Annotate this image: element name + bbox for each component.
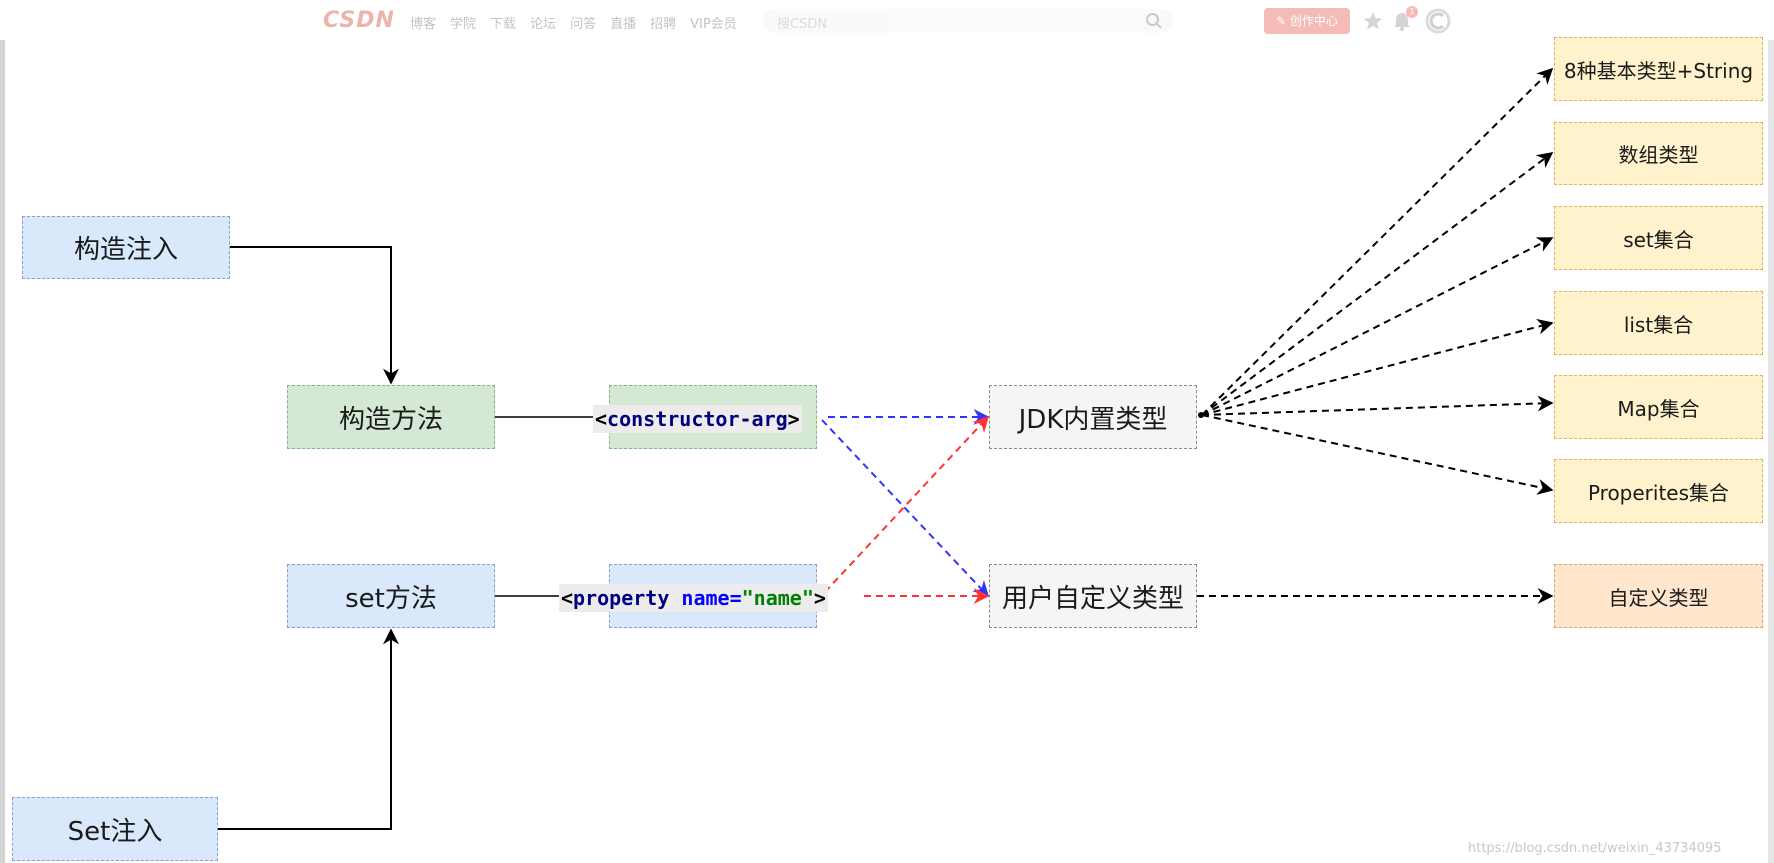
create-center-button[interactable]: ✎ 创作中心	[1264, 8, 1350, 34]
node-properties-collection: Properites集合	[1554, 459, 1763, 523]
edge-jdk-to-list	[1201, 318, 1554, 416]
node-label: JDK内置类型	[1018, 404, 1168, 435]
node-set-collection: set集合	[1554, 206, 1763, 270]
jdk-fanout-dot	[1198, 412, 1204, 418]
code-property: <property name="name">	[559, 584, 828, 612]
jdk-fanout-edges	[1197, 67, 1554, 604]
search-icon[interactable]	[1145, 12, 1163, 30]
code-open-bracket: <	[561, 586, 574, 610]
edge-constructor-arg-to-user	[821, 419, 990, 598]
csdn-header: CSDN 博客 学院 下载 论坛 问答 直播 招聘 VIP会员 搜CSDN ✎ …	[0, 0, 1774, 40]
node-set-method: set方法	[287, 564, 495, 628]
node-label: 自定义类型	[1608, 585, 1709, 610]
edge-set-injection-to-method	[218, 628, 399, 830]
nav-item-download[interactable]: 下载	[490, 17, 517, 32]
bell-icon[interactable]	[1391, 10, 1413, 32]
node-basic-string: 8种基本类型+String	[1554, 37, 1763, 101]
nav-item-forum[interactable]: 论坛	[530, 17, 557, 32]
node-array: 数组类型	[1554, 122, 1763, 185]
csdn-logo[interactable]: CSDN	[323, 8, 395, 33]
code-constructor-arg: <constructor-arg>	[593, 405, 802, 433]
node-label: Map集合	[1617, 396, 1700, 421]
node-jdk-types: JDK内置类型	[989, 385, 1197, 449]
edge-jdk-to-basic	[1201, 67, 1554, 416]
watermark: https://blog.csdn.net/weixin_43734095	[1468, 841, 1722, 856]
edge-jdk-to-set	[1201, 237, 1554, 416]
nav-item-blog[interactable]: 博客	[410, 17, 437, 32]
code-close-bracket: >	[813, 586, 826, 610]
scrollbar[interactable]	[1768, 40, 1774, 863]
node-label: 数组类型	[1618, 143, 1699, 167]
node-label: set方法	[345, 583, 437, 614]
nav-item-vip[interactable]: VIP会员	[690, 17, 737, 32]
node-label: 构造方法	[338, 404, 443, 435]
edge-jdk-to-array	[1201, 152, 1554, 416]
search-placeholder: 搜CSDN	[777, 17, 828, 32]
node-map-collection: Map集合	[1554, 375, 1763, 439]
code-attr-name: name=	[681, 586, 742, 610]
code-open-bracket: <	[595, 407, 608, 431]
node-user-types: 用户自定义类型	[989, 564, 1197, 628]
node-list-collection: list集合	[1554, 291, 1763, 355]
avatar[interactable]	[1425, 8, 1451, 34]
pencil-icon: ✎	[1276, 14, 1290, 28]
node-custom-type: 自定义类型	[1554, 564, 1763, 628]
code-tag-name: property	[573, 586, 670, 610]
node-set-injection: Set注入	[12, 797, 218, 861]
edge-jdk-to-map	[1201, 395, 1554, 416]
code-tag-name: constructor-arg	[607, 407, 788, 431]
star-icon[interactable]	[1362, 10, 1384, 32]
left-border	[0, 40, 5, 863]
node-constructor-method: 构造方法	[287, 385, 495, 449]
header-nav: 博客 学院 下载 论坛 问答 直播 招聘 VIP会员	[410, 13, 737, 32]
create-center-label: 创作中心	[1289, 14, 1338, 28]
node-label: list集合	[1623, 312, 1694, 337]
nav-item-academy[interactable]: 学院	[450, 17, 477, 32]
nav-item-qa[interactable]: 问答	[570, 17, 597, 32]
nav-item-jobs[interactable]: 招聘	[650, 17, 677, 32]
node-constructor-injection: 构造注入	[22, 216, 230, 279]
code-close-bracket: >	[787, 407, 800, 431]
code-attr-value: "name"	[741, 586, 814, 610]
notification-badge: 1	[1406, 6, 1418, 18]
node-label: 用户自定义类型	[1001, 583, 1184, 614]
node-label: 构造注入	[73, 235, 178, 265]
nav-item-live[interactable]: 直播	[610, 17, 637, 32]
edge-constructor-injection-to-method	[230, 246, 399, 385]
node-label: 8种基本类型+String	[1563, 58, 1754, 83]
search-input[interactable]: 搜CSDN	[763, 9, 1173, 33]
node-label: Set注入	[67, 816, 163, 847]
node-label: Properites集合	[1587, 480, 1730, 505]
node-label: set集合	[1623, 227, 1694, 252]
edge-property-to-jdk	[824, 415, 990, 593]
edge-jdk-to-properties	[1201, 414, 1554, 495]
